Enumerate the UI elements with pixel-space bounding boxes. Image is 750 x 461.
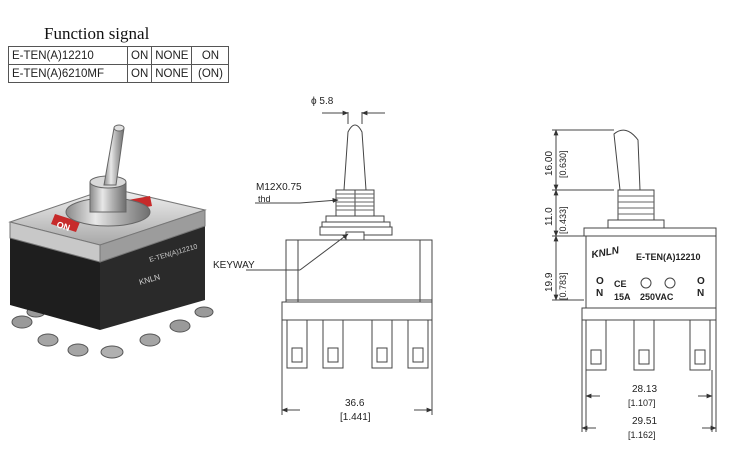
table-cell-position-1: ON — [126, 46, 153, 65]
front-on-right-o: O — [697, 276, 705, 287]
rating-current: 15A — [614, 292, 631, 302]
function-signal-table: E-TEN(A)12210 ON NONE ON E-TEN(A)6210MF … — [8, 46, 230, 83]
front-on-left-o: O — [596, 276, 604, 287]
table-cell-position-1: ON — [126, 64, 153, 83]
front-inner-width-in: [1.107] — [628, 398, 656, 408]
front-body-height-mm: 19.9 — [544, 272, 555, 292]
table-cell-position-2: NONE — [151, 64, 193, 83]
keyway-label: KEYWAY — [213, 260, 255, 271]
photo-on-label: ON — [55, 219, 71, 233]
side-width-in: [1.441] — [340, 412, 371, 423]
front-outer-width-in: [1.162] — [628, 430, 656, 440]
table-cell-position-3: (ON) — [191, 64, 230, 83]
thread-note: thd — [258, 194, 271, 204]
table-cell-position-2: NONE — [151, 46, 193, 65]
front-model: E-TEN(A)12210 — [636, 252, 701, 262]
front-outer-width-mm: 29.51 — [632, 416, 657, 427]
front-view-drawing — [552, 129, 717, 432]
front-lever-height-in: [0.630] — [558, 150, 568, 178]
front-brand: KNLN — [591, 245, 621, 261]
ce-mark: CE — [614, 279, 627, 289]
side-view-drawing — [246, 110, 433, 415]
front-bushing-height-mm: 11.0 — [544, 207, 555, 226]
front-on-right-n: N — [697, 288, 704, 299]
front-body-height-in: [0.783] — [558, 272, 568, 300]
front-bushing-height-in: [0.433] — [558, 206, 568, 234]
page-title: Function signal — [44, 24, 150, 43]
thread-label: M12X0.75 — [256, 182, 302, 193]
front-inner-width-mm: 28.13 — [632, 384, 657, 395]
table-row: E-TEN(A)12210 ON NONE ON — [8, 46, 230, 65]
front-lever-height-mm: 16.00 — [544, 151, 555, 176]
switch-photo: ON KNLN E-TEN(A)12210 — [8, 124, 214, 359]
side-width-mm: 36.6 — [345, 398, 365, 409]
front-on-left-n: N — [596, 288, 603, 299]
rating-voltage: 250VAC — [640, 292, 674, 302]
lever-diameter-label: ϕ 5.8 — [311, 96, 334, 107]
table-row: E-TEN(A)6210MF ON NONE (ON) — [8, 64, 230, 83]
table-cell-model: E-TEN(A)6210MF — [8, 64, 128, 83]
